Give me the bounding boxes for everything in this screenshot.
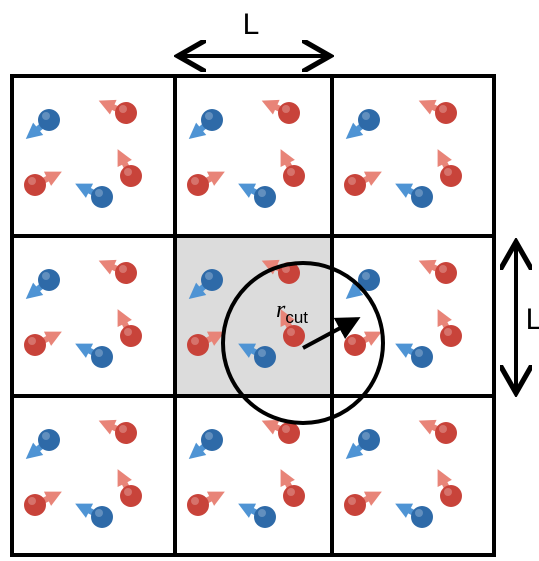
particle-red-2-r1c0 bbox=[24, 331, 62, 356]
particle-red-2-r2c0 bbox=[24, 491, 62, 516]
particle-blue-2-r2c0 bbox=[75, 503, 113, 528]
cutoff-subscript: cut bbox=[285, 308, 308, 327]
cutoff-radius-arrow bbox=[302, 317, 361, 350]
particle-red-1-r2c0 bbox=[98, 419, 137, 444]
particle-red-1-r1c0 bbox=[98, 259, 137, 284]
particle-blue-1-r0c0 bbox=[25, 109, 60, 139]
particle-blue-1-r2c1 bbox=[188, 429, 223, 459]
particle-red-1-r1c2 bbox=[418, 259, 457, 284]
particle-red-3-r0c1 bbox=[280, 149, 305, 187]
particle-red-1-r2c2 bbox=[418, 419, 457, 444]
particle-red-3-r2c2 bbox=[437, 469, 462, 507]
particle-blue-2-r2c1 bbox=[238, 503, 276, 528]
particle-blue-2-r2c2 bbox=[395, 503, 433, 528]
central-cell bbox=[175, 236, 332, 396]
particle-red-2-r0c1 bbox=[187, 171, 225, 196]
right-dimension-label: L bbox=[526, 303, 539, 336]
particle-blue-1-r2c0 bbox=[25, 429, 60, 459]
cell-grid bbox=[10, 74, 496, 557]
particle-layer bbox=[24, 99, 462, 528]
particle-red-2-r2c1 bbox=[187, 491, 225, 516]
particle-red-2-r1c1 bbox=[187, 331, 225, 356]
particle-red-1-r0c0 bbox=[98, 99, 137, 124]
cutoff-symbol: r bbox=[276, 297, 286, 323]
particle-red-2-r1c2 bbox=[344, 331, 382, 356]
particle-blue-1-r0c1 bbox=[188, 109, 223, 139]
particle-blue-1-r0c2 bbox=[345, 109, 380, 139]
particle-red-3-r2c1 bbox=[280, 469, 305, 507]
particle-blue-2-r0c0 bbox=[75, 183, 113, 208]
particle-blue-2-r1c2 bbox=[395, 343, 433, 368]
particle-red-2-r0c2 bbox=[344, 171, 382, 196]
cutoff-circle bbox=[221, 261, 385, 425]
cutoff-label: rcut bbox=[276, 297, 308, 327]
particle-blue-2-r1c1 bbox=[238, 343, 276, 368]
top-dimension-label: L bbox=[243, 8, 260, 41]
particle-red-2-r2c2 bbox=[344, 491, 382, 516]
particle-blue-2-r0c2 bbox=[395, 183, 433, 208]
particle-red-3-r1c1 bbox=[280, 309, 305, 347]
grid-outline bbox=[10, 74, 496, 557]
particle-blue-2-r0c1 bbox=[238, 183, 276, 208]
particle-red-1-r2c1 bbox=[261, 419, 300, 444]
particle-red-3-r0c2 bbox=[437, 149, 462, 187]
particle-blue-1-r1c2 bbox=[345, 269, 380, 299]
particle-red-3-r0c0 bbox=[117, 149, 142, 187]
particle-red-3-r1c0 bbox=[117, 309, 142, 347]
particle-red-3-r1c2 bbox=[437, 309, 462, 347]
particle-red-3-r2c0 bbox=[117, 469, 142, 507]
particle-red-2-r0c0 bbox=[24, 171, 62, 196]
particle-blue-1-r1c1 bbox=[188, 269, 223, 299]
particle-blue-1-r1c0 bbox=[25, 269, 60, 299]
particle-blue-1-r2c2 bbox=[345, 429, 380, 459]
particle-red-1-r0c2 bbox=[418, 99, 457, 124]
particle-blue-2-r1c0 bbox=[75, 343, 113, 368]
particle-red-1-r0c1 bbox=[261, 99, 300, 124]
